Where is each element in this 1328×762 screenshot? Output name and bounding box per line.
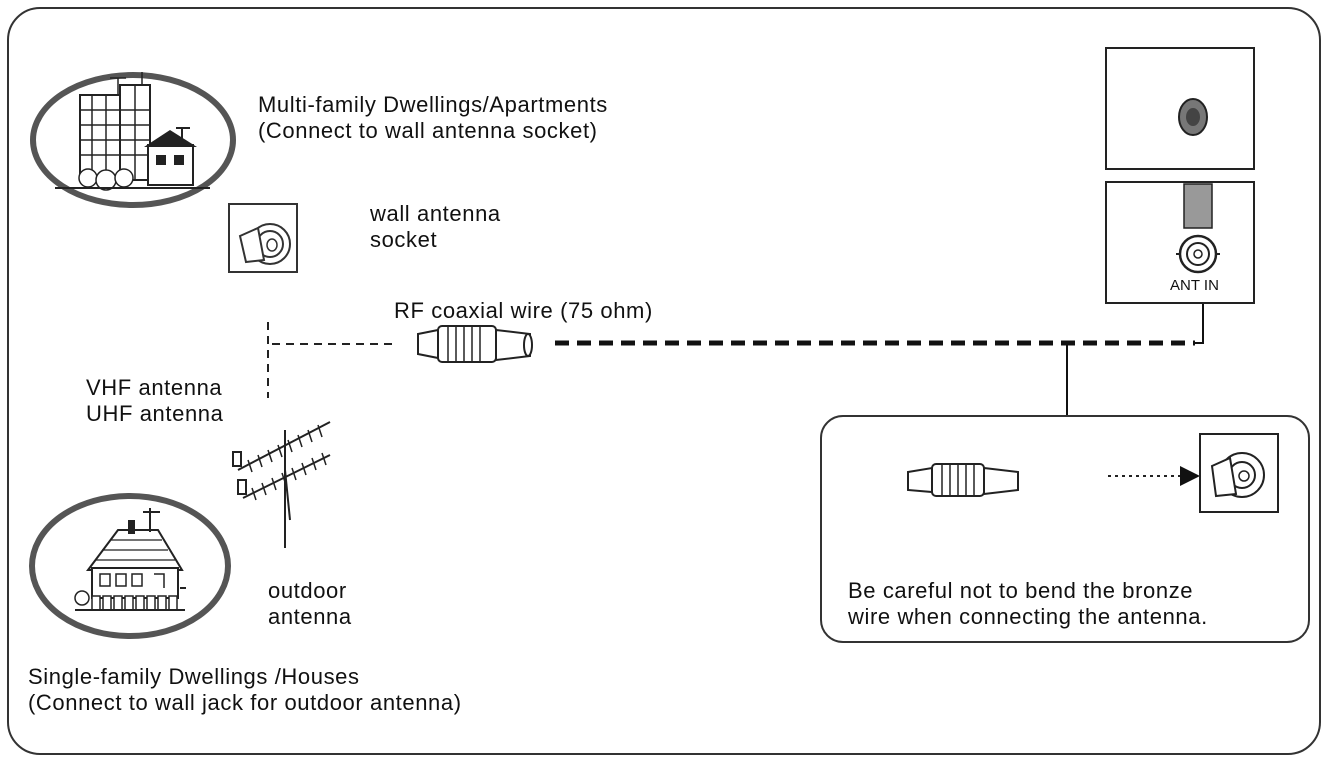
apartments-label: Multi-family Dwellings/Apartments (Conne… [258,92,608,144]
tv-panel-icon [1105,47,1255,170]
caution-line2: wire when connecting the antenna. [848,604,1208,629]
apartment-building-icon [30,72,236,208]
vhf-label: VHF antenna [86,375,223,400]
outdoor-antenna-icon [232,421,331,548]
rf-wire-text: RF coaxial wire (75 ohm) [394,298,653,323]
house-icon [29,493,231,639]
wall-socket-line1: wall antenna [370,201,501,226]
antenna-branch-line [267,322,395,398]
ant-in-label: ANT IN [1170,277,1219,295]
outdoor-line2: antenna [268,604,352,629]
wall-socket-icon [1199,433,1279,513]
houses-label: Single-family Dwellings /Houses (Connect… [28,664,462,716]
plug-connector-icon [907,463,1019,497]
uhf-label: UHF antenna [86,401,224,426]
caution-line1: Be careful not to bend the bronze [848,578,1194,603]
wall-socket-label: wall antenna socket [370,201,501,253]
ant-in-text: ANT IN [1170,277,1219,294]
apartments-title: Multi-family Dwellings/Apartments [258,92,608,117]
outer-frame [7,7,1321,755]
wall-socket-line2: socket [370,227,438,252]
ant-in-jack-icon [1105,181,1255,304]
outdoor-antenna-label: outdoor antenna [268,578,352,630]
wall-antenna-socket-icon [228,203,298,273]
houses-title: Single-family Dwellings /Houses [28,664,360,689]
apartments-note: (Connect to wall antenna socket) [258,118,598,143]
houses-note: (Connect to wall jack for outdoor antenn… [28,690,462,715]
rf-wire-label: RF coaxial wire (75 ohm) [394,298,653,324]
caution-text: Be careful not to bend the bronze wire w… [848,578,1208,630]
coaxial-plug-icon [417,325,533,363]
vhf-uhf-label: VHF antenna UHF antenna [86,375,223,427]
outdoor-line1: outdoor [268,578,347,603]
